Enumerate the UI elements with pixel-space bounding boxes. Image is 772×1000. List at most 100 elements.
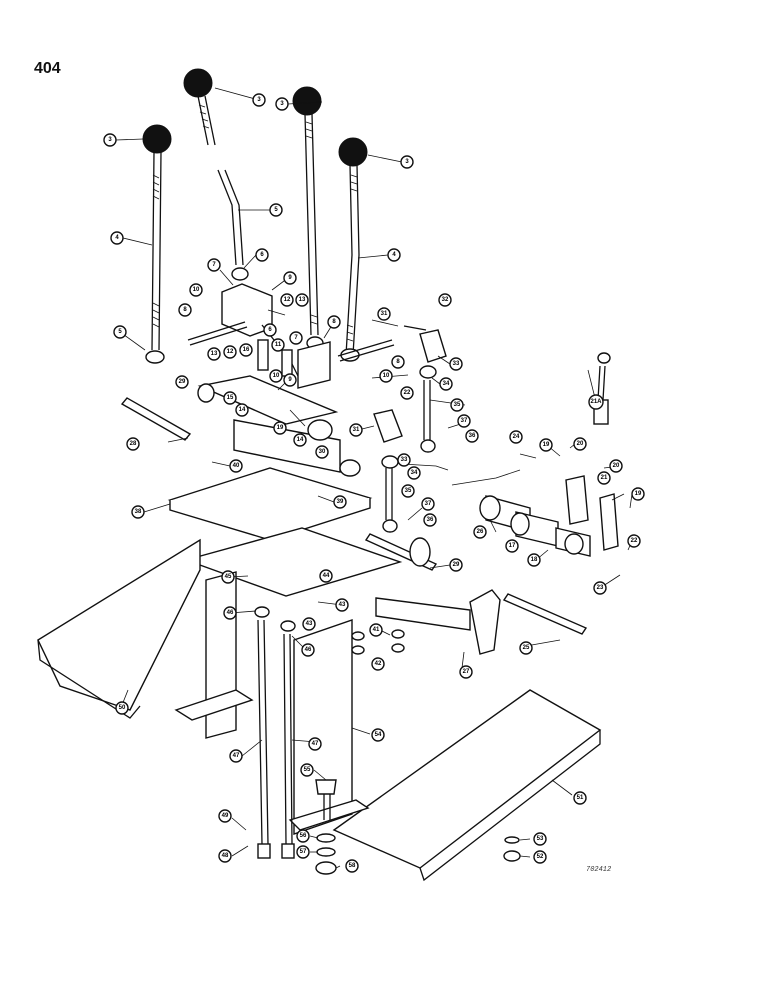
svg-text:47: 47: [233, 753, 240, 759]
svg-text:10: 10: [273, 373, 280, 379]
svg-text:4: 4: [115, 235, 119, 241]
callout-40a: 40: [229, 459, 243, 473]
cross-shaft: [120, 397, 192, 441]
svg-text:15: 15: [227, 395, 234, 401]
callout-35b: 35: [401, 484, 415, 498]
callout-27a: 27: [459, 665, 473, 679]
svg-text:34: 34: [443, 381, 450, 387]
svg-text:16: 16: [243, 347, 250, 353]
svg-text:21: 21: [601, 475, 608, 481]
callout-29b: 29: [449, 558, 463, 572]
svg-text:14: 14: [239, 407, 246, 413]
callout-57a: 57: [296, 845, 310, 859]
svg-text:10: 10: [383, 373, 390, 379]
svg-text:10: 10: [193, 287, 200, 293]
callout-34a: 34: [439, 377, 453, 391]
svg-text:29: 29: [179, 379, 186, 385]
pivot-bracket-right: [297, 339, 395, 389]
svg-text:53: 53: [537, 836, 544, 842]
callout-58a: 58: [345, 859, 359, 873]
svg-text:8: 8: [332, 319, 336, 325]
support-column: [174, 571, 370, 835]
svg-text:9: 9: [288, 377, 292, 383]
callout-46a: 46: [223, 606, 237, 620]
callout-4b: 4: [387, 248, 401, 262]
svg-text:46: 46: [305, 647, 312, 653]
svg-text:19: 19: [543, 442, 550, 448]
svg-text:39: 39: [337, 499, 344, 505]
callout-42a: 42: [371, 657, 385, 671]
callout-3a: 3: [252, 93, 266, 107]
svg-text:49: 49: [222, 813, 229, 819]
svg-text:33: 33: [401, 457, 408, 463]
svg-text:52: 52: [537, 854, 544, 860]
svg-text:3: 3: [405, 159, 409, 165]
svg-text:17: 17: [509, 543, 516, 549]
callout-12b: 12: [223, 345, 237, 359]
callout-45a: 45: [221, 570, 235, 584]
callout-10a: 10: [189, 283, 203, 297]
callout-3d: 3: [400, 155, 414, 169]
callout-19a: 19: [273, 421, 287, 435]
callout-26a: 26: [473, 525, 487, 539]
svg-text:57: 57: [300, 849, 307, 855]
callout-5a: 5: [269, 203, 283, 217]
callout-56a: 56: [296, 829, 310, 843]
svg-text:51: 51: [577, 795, 584, 801]
svg-text:42: 42: [375, 661, 382, 667]
callout-12a: 12: [280, 293, 294, 307]
svg-text:28: 28: [130, 441, 137, 447]
svg-text:40: 40: [233, 463, 240, 469]
washers-56-57-58: [315, 833, 337, 875]
callout-21b: 21: [597, 471, 611, 485]
callout-22a: 22: [400, 386, 414, 400]
svg-text:29: 29: [453, 562, 460, 568]
svg-text:8: 8: [183, 307, 187, 313]
callout-8b: 8: [327, 315, 341, 329]
callout-8a: 8: [178, 303, 192, 317]
control-lever-bent: [183, 68, 244, 266]
callout-34b: 34: [407, 466, 421, 480]
callout-11a: 11: [271, 338, 285, 352]
svg-text:12: 12: [284, 297, 291, 303]
callout-3b: 3: [103, 133, 117, 147]
callout-24a: 24: [509, 430, 523, 444]
callout-51a: 51: [573, 791, 587, 805]
callout-13a: 13: [295, 293, 309, 307]
svg-text:23: 23: [597, 585, 604, 591]
callout-47b: 47: [308, 737, 322, 751]
svg-text:43: 43: [306, 621, 313, 627]
svg-text:6: 6: [268, 327, 272, 333]
callout-31a: 31: [377, 307, 391, 321]
callout-33b: 33: [397, 453, 411, 467]
callout-29a: 29: [175, 375, 189, 389]
svg-text:7: 7: [294, 335, 298, 341]
callout-15a: 15: [223, 391, 237, 405]
svg-text:43: 43: [339, 602, 346, 608]
svg-text:22: 22: [631, 538, 638, 544]
svg-text:12: 12: [227, 349, 234, 355]
svg-text:5: 5: [118, 329, 122, 335]
svg-text:37: 37: [461, 418, 468, 424]
callout-7b: 7: [289, 331, 303, 345]
pedal-shaft: [364, 533, 438, 571]
callout-32a: 32: [438, 293, 452, 307]
clevis-upper: [403, 325, 447, 453]
callout-50a: 50: [115, 701, 129, 715]
svg-text:4: 4: [392, 252, 396, 258]
svg-text:32: 32: [442, 297, 449, 303]
svg-text:13: 13: [211, 351, 218, 357]
svg-text:50: 50: [119, 705, 126, 711]
callout-9b: 9: [283, 373, 297, 387]
svg-text:20: 20: [577, 441, 584, 447]
callout-19b: 19: [539, 438, 553, 452]
pedal-arm-assembly: [375, 589, 588, 655]
callout-25a: 25: [519, 641, 533, 655]
svg-text:44: 44: [323, 573, 330, 579]
callout-44a: 44: [319, 569, 333, 583]
callout-37a: 37: [457, 414, 471, 428]
callout-55a: 55: [300, 763, 314, 777]
svg-text:9: 9: [288, 275, 292, 281]
